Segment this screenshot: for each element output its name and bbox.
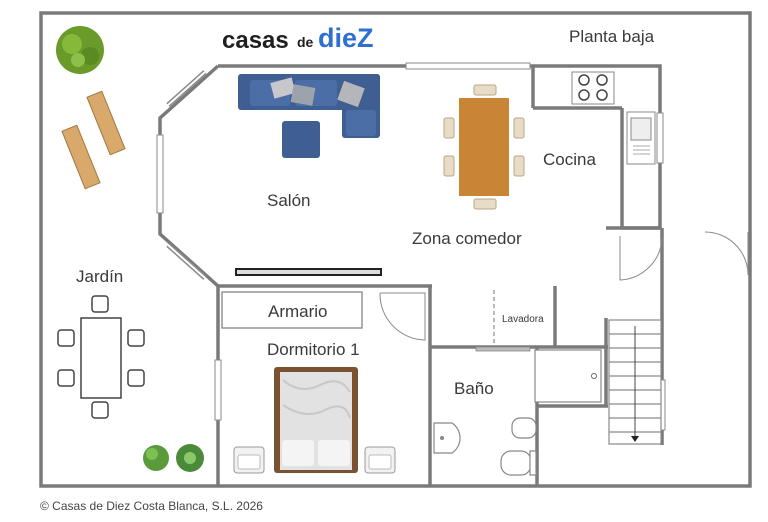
label-salon: Salón xyxy=(267,191,310,210)
label-armario: Armario xyxy=(268,302,328,321)
stairs xyxy=(608,319,662,445)
sun-loungers xyxy=(61,90,126,190)
windows xyxy=(156,62,666,431)
sofa xyxy=(238,74,380,158)
interior-walls xyxy=(158,64,664,486)
label-dormitorio: Dormitorio 1 xyxy=(267,340,360,359)
dining-table xyxy=(443,84,525,210)
brand-part3: dieZ xyxy=(318,23,374,53)
brand-part2: de xyxy=(297,34,314,50)
copyright-text: © Casas de Diez Costa Blanca, S.L. 2026 xyxy=(40,499,263,513)
brand-part1: casas xyxy=(222,27,289,54)
label-lavadora: Lavadora xyxy=(502,314,544,325)
doors xyxy=(379,231,749,352)
bed xyxy=(233,367,396,474)
floor-label: Planta baja xyxy=(569,27,655,46)
label-jardin: Jardín xyxy=(76,267,123,286)
label-comedor: Zona comedor xyxy=(412,229,522,248)
bathroom-fixtures xyxy=(433,349,602,476)
label-bano: Baño xyxy=(454,379,494,398)
garden-tree xyxy=(56,26,104,74)
label-cocina: Cocina xyxy=(543,150,596,169)
brand-logo: casas de dieZ xyxy=(222,23,374,54)
wardrobe xyxy=(221,291,363,329)
kitchen xyxy=(571,71,656,165)
outer-wall xyxy=(39,11,752,488)
garden-plants xyxy=(143,444,204,472)
garden-table xyxy=(57,295,145,419)
